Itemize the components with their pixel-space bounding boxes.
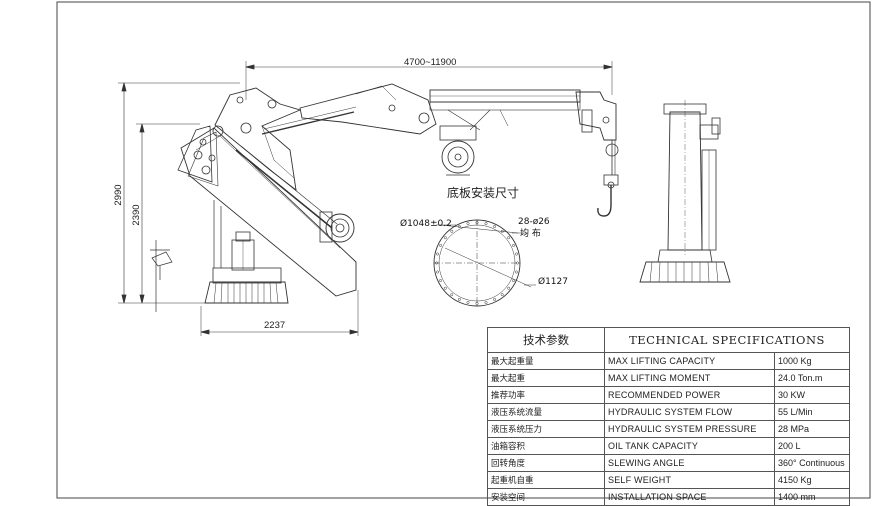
base-offset-dimension: 2237 — [264, 320, 285, 331]
bolt-hole — [436, 270, 439, 274]
bolt-hole — [436, 252, 439, 256]
spec-value: 24.0 Ton.m — [773, 369, 851, 387]
height-column-dimension: 2390 — [131, 204, 142, 225]
bolt-hole — [457, 225, 461, 228]
base-plate-view — [433, 219, 536, 307]
spec-cn-label: 油箱容积 — [487, 437, 605, 455]
bolt-hole — [516, 261, 519, 265]
bolt-hole — [450, 293, 454, 297]
front-view — [639, 100, 731, 283]
bolt-hole — [493, 225, 497, 228]
spec-header-cn: 技术参数 — [487, 327, 605, 353]
outer-diameter-label: Ø1127 — [538, 276, 568, 287]
spec-en-label: SELF WEIGHT — [604, 471, 775, 489]
bolt-note-label: 均 布 — [520, 227, 541, 239]
bolt-hole — [450, 229, 454, 233]
bolt-hole — [500, 229, 504, 233]
inner-diameter-label: Ø1048±0.2 — [400, 218, 452, 229]
bolt-hole — [512, 243, 515, 247]
spec-en-label: SLEWING ANGLE — [604, 454, 775, 472]
bolt-hole — [515, 270, 518, 274]
spec-value: 360° Continuous — [773, 454, 851, 472]
spec-cn-label: 液压系统流量 — [487, 403, 605, 421]
spec-cn-label: 液压系统压力 — [487, 420, 605, 438]
spec-en-label: HYDRAULIC SYSTEM PRESSURE — [604, 420, 775, 438]
spec-cn-label: 回转角度 — [487, 454, 605, 472]
bolt-hole — [493, 298, 497, 301]
bolt-hole — [500, 293, 504, 297]
winch-drum-icon — [441, 140, 475, 174]
spec-value: 55 L/Min — [773, 403, 851, 421]
spec-value: 1000 Kg — [773, 352, 851, 370]
bolt-hole — [475, 302, 479, 305]
drawing-frame — [56, 1, 871, 499]
hook-icon — [597, 185, 612, 217]
bolt-hole — [443, 286, 447, 290]
spec-value: 200 L — [773, 437, 851, 455]
bolt-hole — [435, 261, 438, 265]
bolt-hole — [443, 236, 447, 240]
bolt-hole — [466, 301, 470, 304]
spec-header-row: 技术参数 TECHNICAL SPECIFICATIONS — [487, 327, 851, 353]
spec-en-label: OIL TANK CAPACITY — [604, 437, 775, 455]
bolt-hole — [507, 286, 511, 290]
slew-wheel-icon — [325, 213, 355, 243]
bolt-hole-ring — [435, 221, 519, 305]
spec-en-label: HYDRAULIC SYSTEM FLOW — [604, 403, 775, 421]
bolt-hole — [439, 279, 442, 283]
spec-en-label: MAX LIFTING MOMENT — [604, 369, 775, 387]
bolt-hole — [457, 298, 461, 301]
spec-cn-label: 最大起重量 — [487, 352, 605, 370]
spec-value: 28 MPa — [773, 420, 851, 438]
bolt-hole — [466, 222, 470, 225]
side-view — [118, 61, 619, 336]
spec-cn-label: 推荐功率 — [487, 386, 605, 404]
spec-cn-label: 最大起重 — [487, 369, 605, 387]
spec-en-label: MAX LIFTING CAPACITY — [604, 352, 775, 370]
spec-en-label: RECOMMENDED POWER — [604, 386, 775, 404]
bolt-hole — [439, 243, 442, 247]
spec-cn-label: 起重机自重 — [487, 471, 605, 489]
spec-value: 30 KW — [773, 386, 851, 404]
reach-dimension: 4700~11900 — [404, 57, 456, 68]
bolt-hole — [512, 279, 515, 283]
bolt-hole — [484, 222, 488, 225]
spec-header-en: TECHNICAL SPECIFICATIONS — [603, 327, 851, 353]
spec-value: 4150 Kg — [773, 471, 851, 489]
bolt-holes-label: 28-ø26 — [518, 217, 550, 227]
bolt-hole — [484, 301, 488, 304]
base-plate-title: 底板安装尺寸 — [447, 185, 519, 200]
bolt-hole — [507, 236, 511, 240]
bolt-hole — [515, 252, 518, 256]
bolt-hole — [475, 221, 479, 224]
operator-figure-icon — [150, 240, 173, 312]
height-total-dimension: 2990 — [113, 184, 124, 205]
